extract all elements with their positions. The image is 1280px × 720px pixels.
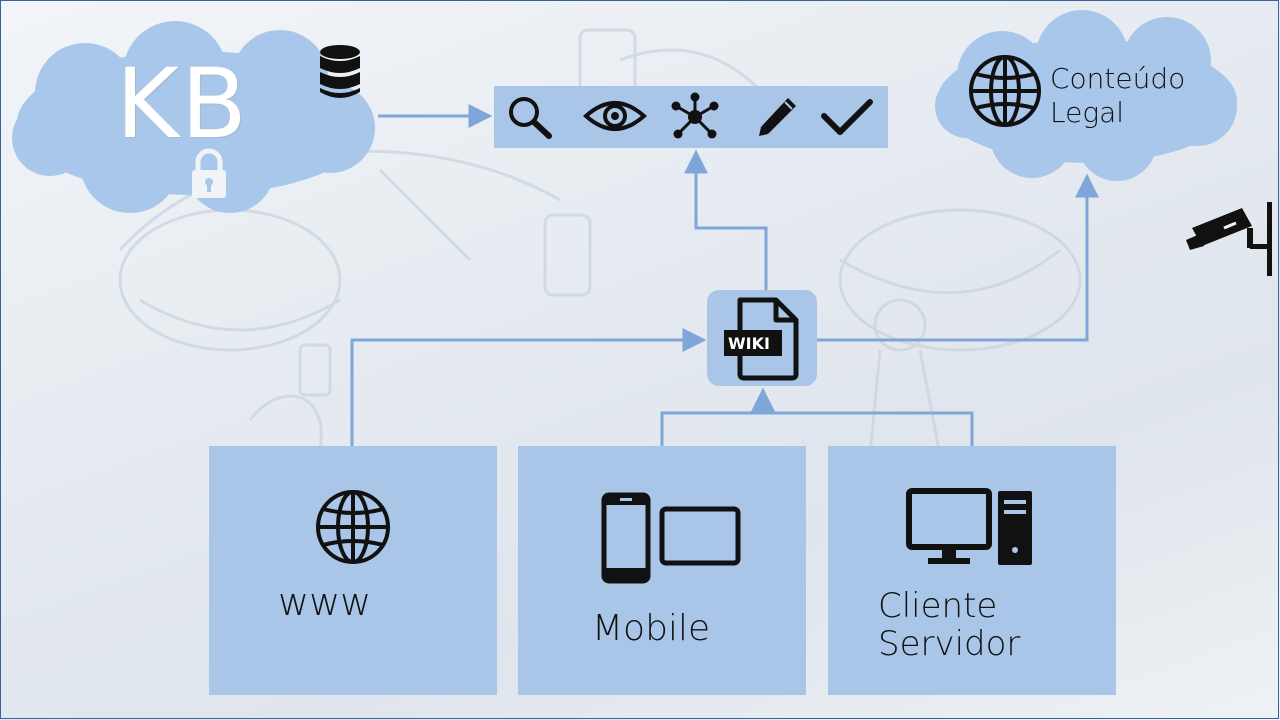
security-camera-icon <box>1186 202 1272 276</box>
source-client-label-line1: Cliente <box>878 586 998 626</box>
legal-content-label-line2: Legal <box>1050 96 1125 129</box>
legal-content-cloud <box>932 6 1242 186</box>
checkmark-icon[interactable] <box>820 96 874 138</box>
database-icon <box>320 45 360 98</box>
connector-wiki-to-legal <box>816 173 1099 342</box>
legal-cloud-shape <box>935 10 1237 181</box>
globe-icon <box>969 55 1041 127</box>
eye-icon[interactable] <box>583 96 647 136</box>
connector-mobile-client-to-wiki <box>660 390 974 446</box>
globe-icon <box>316 490 390 564</box>
desktop-server-icon <box>906 488 1032 565</box>
pencil-icon[interactable] <box>754 94 800 140</box>
network-hub-icon[interactable] <box>669 92 721 142</box>
kb-cloud <box>10 18 380 218</box>
legal-content-label-line1: Conteúdo <box>1050 62 1186 95</box>
connector-www-to-wiki <box>350 328 707 446</box>
source-client-label-line2: Servidor <box>878 624 1021 664</box>
mobile-tablet-icon <box>601 492 741 584</box>
source-www <box>209 446 497 695</box>
wiki-file-icon <box>724 297 799 381</box>
kb-cloud-shape <box>12 21 375 213</box>
wiki-badge-label: WIKI <box>728 334 770 353</box>
source-client-server <box>828 446 1116 695</box>
source-mobile-label: Mobile <box>592 608 711 649</box>
source-www-label: www <box>278 580 372 624</box>
source-mobile <box>518 446 806 695</box>
search-icon[interactable] <box>505 94 553 140</box>
lock-icon <box>192 148 226 198</box>
connector-wiki-to-toolbar <box>684 149 768 292</box>
kb-title: KB <box>116 48 249 160</box>
